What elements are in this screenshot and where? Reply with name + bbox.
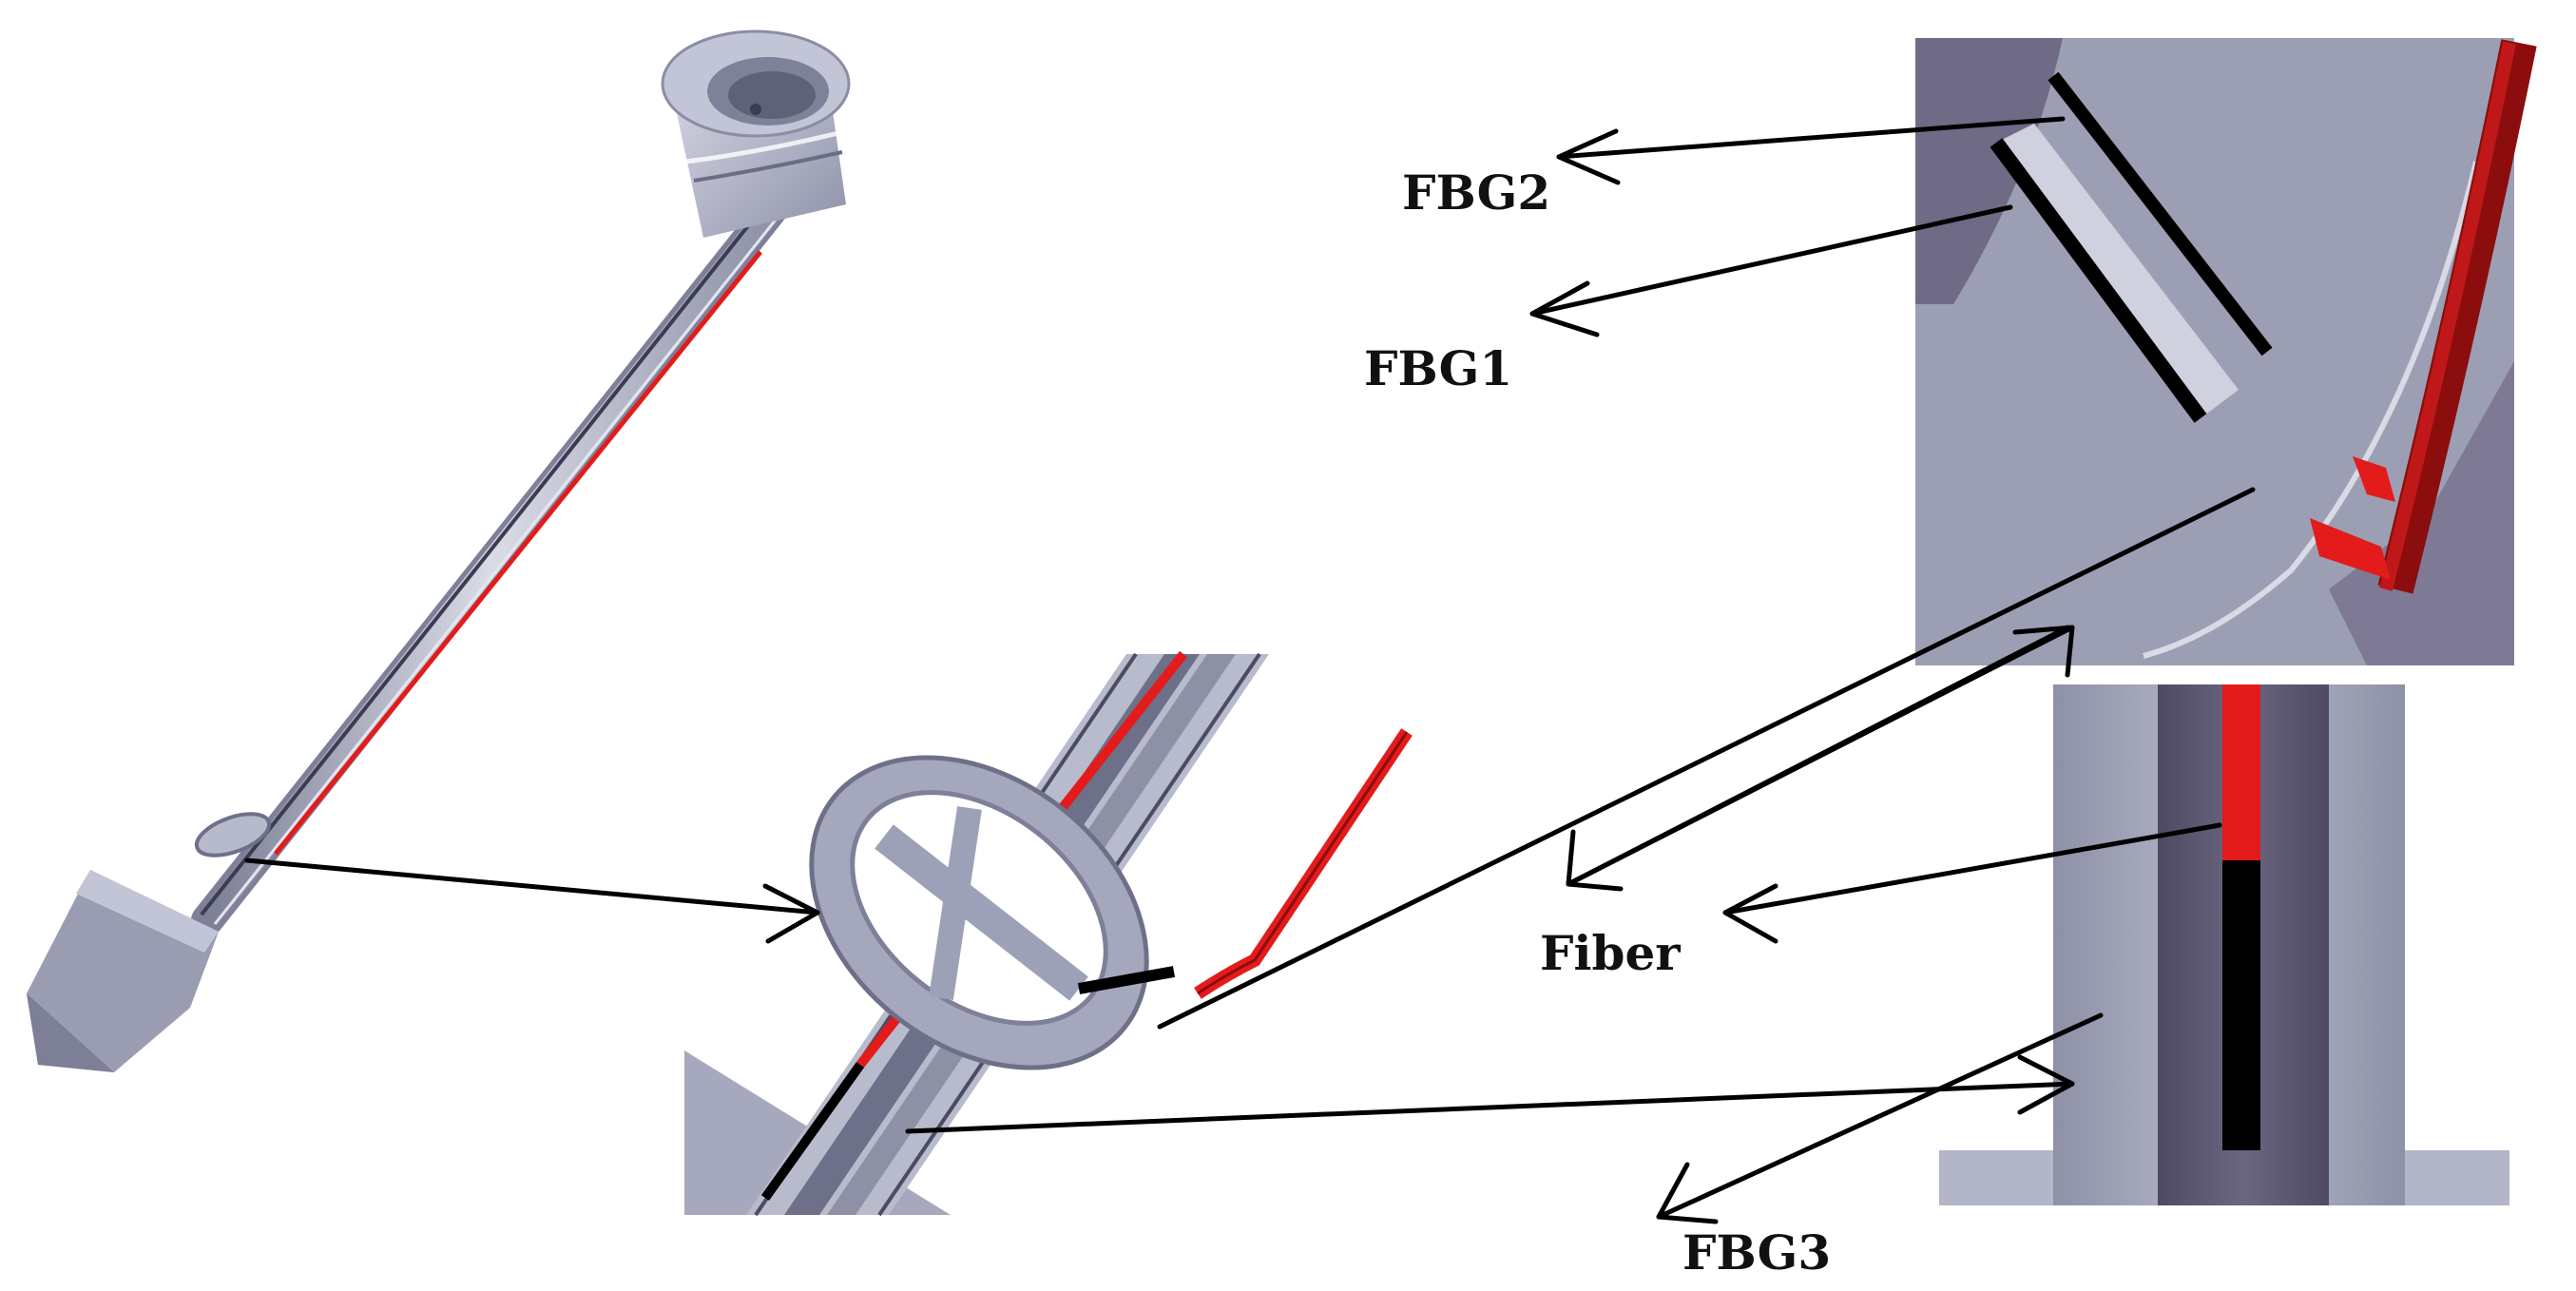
disk-ring <box>809 755 1176 1070</box>
fiber-line <box>274 250 762 856</box>
arrows <box>244 116 2256 1224</box>
black-fiber <box>760 1062 865 1201</box>
label-fbg3: FBG3 <box>1682 1224 1831 1281</box>
top-cap <box>661 29 851 238</box>
ring-detail <box>684 650 1413 1217</box>
rod <box>191 183 796 936</box>
panel-red-fiber <box>2377 39 2537 594</box>
label-fbg1: FBG1 <box>1364 340 1512 396</box>
fbg3-red-segment <box>2222 684 2260 860</box>
fbg-detail-panel <box>1915 38 2537 665</box>
bottom-weight <box>27 870 219 1072</box>
small-ring <box>194 812 272 857</box>
sensor-assembly <box>27 29 851 1072</box>
label-fbg2: FBG2 <box>1402 164 1550 221</box>
fbg3-grating <box>2222 860 2260 1150</box>
fbg1-grating <box>1990 124 2239 423</box>
label-fiber: Fiber <box>1540 925 1681 981</box>
fbg2-grating <box>2047 71 2273 356</box>
fbg3-detail-panel <box>1939 684 2509 1205</box>
